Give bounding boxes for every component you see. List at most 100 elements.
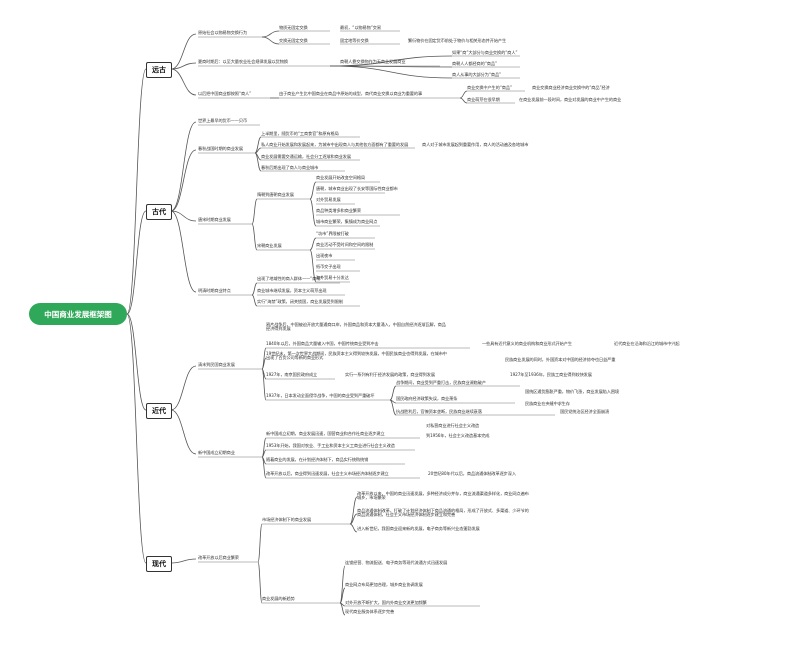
contemporary-g1: 市场经济体制下的商业发展 xyxy=(262,517,312,522)
modern-b1-c1x: 一些具有近代意义的商业机构和商业形式开始产生 xyxy=(482,341,572,346)
era-branch-connector xyxy=(170,121,197,212)
modern-b1-c4cx: 国民党统治区经济全面崩溃 xyxy=(560,409,610,414)
ancient2-b1: 春秋战国时期的商业发展 xyxy=(198,146,243,151)
ancient2-g2-c1: “坊市”界限被打破 xyxy=(316,231,349,236)
era-branch-connector xyxy=(170,149,197,212)
modern-b1-c4b: 国民政府经济政策失误，商业萧条 xyxy=(396,396,458,401)
ancient-b2-c1b: 商朝人人都经商的“商品” xyxy=(452,61,498,66)
ancient-b2-c1c: 商人从事的大部分为“商品” xyxy=(452,72,502,77)
ancient-b1-c2x: 固定地等价交换 xyxy=(340,38,369,43)
modern-b1-c4a: 战争期间，商业受到严重打击，民族商业濒临破产 xyxy=(396,380,486,385)
ancient2-g2-c2: 商业活动不受时间和空间的限制 xyxy=(316,242,374,247)
modern-b2-c3: 随着商业的发展，在计划经济体制下，商品实行统购统销 xyxy=(266,457,369,462)
modern-b1-c1: 1840年以后，外国商品大量输入中国，中国传统商业受到冲击 xyxy=(266,341,379,346)
era-ancient2[interactable]: 古代 xyxy=(146,204,172,220)
contemporary-g1-c1: 改革开放以来，中国的商业迅速发展，多种经济成分并存，商业流通渠道多样化，商业网点… xyxy=(357,491,529,501)
modern-b2-c1x: 对私营商业进行社会主义改造 xyxy=(426,423,480,428)
ancient2-g1: 隋朝到唐朝商业发展 xyxy=(257,192,294,197)
era-ancient[interactable]: 远古 xyxy=(146,62,172,78)
ancient2-b1-c2: 私人商业开始发展和发展起来，为城市中出现商人与其他各方面都有了重要的发展 xyxy=(261,142,409,147)
sub-connector xyxy=(257,523,263,563)
ancient2-g2-c5: 海外贸易十分发达 xyxy=(316,275,349,280)
ancient2-b3-c2: 商业城市继续发展，资本主义萌芽出现 xyxy=(257,288,327,293)
era-branch-connector xyxy=(170,33,197,70)
era-modern[interactable]: 近代 xyxy=(146,403,172,419)
sub-connector xyxy=(459,97,468,104)
modern-b1-c2: 19世纪末，第一次世界大战期间，民族资本主义得到较快发展，中国民族商业也得到发展… xyxy=(266,351,447,361)
ancient2-g2-c4: 纸币交子出现 xyxy=(316,264,341,269)
modern-b1-c3y: 1927年至1936年，民族工商业得到较快发展 xyxy=(510,372,592,377)
contemporary-g1-c2: 商品流通体制改革，打破了计划经济体制下商品流通的格局，形成了开放式、多渠道、少环… xyxy=(357,508,529,518)
root-node[interactable]: 中国商业发展框架图 xyxy=(29,303,127,325)
ancient-b3-c1a: 商业交换中产生的“商品” xyxy=(467,85,513,90)
ancient2-b1-c1: 上半期里，随货币的“工商食官”和原有格局 xyxy=(261,131,339,136)
contemporary-g2-c4: 现代商业服务体系逐步完善 xyxy=(345,609,395,614)
ancient-b3-c1ax: 商业交换商业经济商业交换中的“商品”经济 xyxy=(532,85,610,90)
sub-connector xyxy=(349,496,358,525)
ancient-b1-c2: 交换无固定交换 xyxy=(279,38,308,43)
era-branch-connector xyxy=(170,210,197,293)
modern-b1-c2x: 民族商业发展的同时，外国资本对中国的经济掠夺也日益严重 xyxy=(505,357,616,362)
modern-b1-c4c: 抗战胜利后，官僚资本垄断，民族商业继续衰落 xyxy=(396,409,482,414)
ancient2-b3: 明清时期商业特点 xyxy=(198,288,231,293)
ancient-b3: 以后把中国商业都按照“商人” xyxy=(198,91,252,96)
ancient2-b1-c2x: 商人对于城市发展起到重要作用，商人的活动遍及各地城市 xyxy=(422,142,529,147)
ancient-b1: 原始社会以物易物交换行为 xyxy=(198,30,248,35)
ancient2-b1-c4: 春秋后期出现了商人与商业城市 xyxy=(261,165,319,170)
ancient2-b3-c3: 实行“海禁”政策，闭关锁国，商业发展受到限制 xyxy=(257,299,343,304)
sub-connector xyxy=(261,30,280,38)
ancient2-g1-c5: 城市商业繁荣，集镇成为商业网点 xyxy=(316,219,378,224)
modern-b1-c3: 1927年，南京国民政府成立 xyxy=(266,372,318,377)
sub-connector xyxy=(254,147,262,154)
modern-a1: 鸦片战争后，中国被迫开放大量通商口岸，外国商品和资本大量涌入，中国自然经济逐渐瓦… xyxy=(266,322,446,332)
modern-b2-c4: 改革开放以后，商业得到迅速发展，社会主义市场经济体制逐步建立 xyxy=(266,471,389,476)
contemporary-g2-c1: 连锁经营、物流配送、电子商务等现代流通方式迅速发展 xyxy=(345,560,448,565)
ancient-b3-c1b: 商业萌芽在很早期 xyxy=(467,97,500,102)
root-era-connector xyxy=(126,313,147,564)
ancient2-g1-c2: 唐朝，城市商业出现了长安等国际性商业都市 xyxy=(316,186,398,191)
ancient-b1-c1: 物质无固定交换 xyxy=(279,25,308,30)
modern-b1-c4: 1937年，日本发动全面侵华战争，中国的商业受到严重破坏 xyxy=(266,393,375,398)
root-era-connector xyxy=(126,313,147,411)
ancient2-g1-c3: 对外贸易发展 xyxy=(316,197,341,202)
modern-b1-c4by: 民族商业在夹缝中求生存 xyxy=(525,401,570,406)
contemporary-g2-c2: 商业网点布局更加合理，城乡商业协调发展 xyxy=(345,582,423,587)
modern-b1: 清末到民国商业发展 xyxy=(198,362,235,367)
root-era-connector xyxy=(126,210,147,315)
sub-connector xyxy=(329,65,453,79)
contemporary-g2: 商业发展的新趋势 xyxy=(262,596,295,601)
era-branch-connector xyxy=(170,210,197,222)
era-contemporary[interactable]: 现代 xyxy=(146,556,172,572)
ancient-b2-c1a: 如果“商”大部分与商业交换的“商人” xyxy=(452,50,518,55)
ancient-b3-c1: 由于商业产生比中国商业在商品中原始的成型，商代商业交换以商业为重要的事 xyxy=(279,91,423,96)
era-branch-connector xyxy=(170,365,197,411)
modern-b2-c4x: 20世纪80年代以后，商品流通体制改革逐步深入 xyxy=(428,471,516,476)
modern-b1-c1y: 近代商业在沿海和沿江的城市中兴起 xyxy=(614,341,680,346)
modern-b1-c4bx: 国统区通货膨胀严重，物价飞涨，商业发展陷入困境 xyxy=(525,389,620,394)
sub-connector xyxy=(459,90,468,99)
modern-b2-c1y: 到1956年，社会主义改造基本完成 xyxy=(426,433,490,438)
ancient2-g2-c3: 出现夜市 xyxy=(316,253,333,258)
sub-connector xyxy=(261,36,280,45)
modern-b2-c1: 新中国成立初期，商业发展迅速，国营商业和合作社商业逐步建立 xyxy=(266,431,385,436)
sub-connector xyxy=(251,198,258,225)
sub-connector xyxy=(349,523,358,533)
ancient2-g1-c4: 商品种类增多和商业繁荣 xyxy=(316,208,361,213)
ancient2-b1-c3: 商业发展需要交通运输，社会分工逐渐和商业发展 xyxy=(261,154,351,159)
era-branch-connector xyxy=(170,558,197,564)
ancient2-g1-c1: 商业发展开始改变空间格局 xyxy=(316,175,366,180)
root-era-connector xyxy=(126,68,147,315)
ancient2-g2: 宋朝商业发展 xyxy=(257,243,282,248)
ancient-b2-c1: 商朝人靠交换物作为无商业发展商业 xyxy=(340,59,406,64)
sub-connector xyxy=(329,65,453,68)
contemporary-g1-c3: 进入新世纪，我国商业迎来新的发展，电子商务等新兴业态蓬勃发展 xyxy=(357,526,480,531)
modern-b2: 新中国成立初期商业 xyxy=(198,450,235,455)
modern-b2-c2: 1953年开始，我国对农业、手工业和资本主义工商业进行社会主义改造 xyxy=(266,443,395,448)
ancient-b1-c2y: 繁衍物价在固定货币前处于物价与相关形态并开始产生 xyxy=(408,38,507,43)
contemporary-g2-c3: 对外开放不断扩大，国内外商业交流更加频繁 xyxy=(345,600,427,605)
ancient-b3-c1bx: 在商业发展前一段时间，商业对发展的商业中产生的商业 xyxy=(519,97,622,102)
ancient2-b2: 唐宋时期商业发展 xyxy=(198,217,231,222)
era-branch-connector xyxy=(170,68,197,96)
ancient-b1-c1x: 最初，“以物易物”交易 xyxy=(340,25,381,30)
